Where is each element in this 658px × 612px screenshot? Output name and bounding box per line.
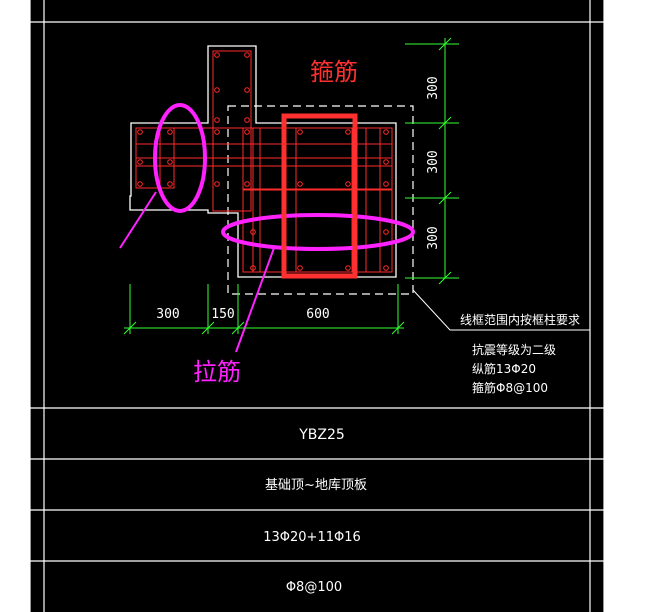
leader-arrow-bottom	[235, 247, 275, 353]
bottom-dimension-line	[123, 284, 405, 335]
rebar-dot	[214, 129, 220, 135]
dim-right-mid: 300	[426, 150, 441, 173]
right-dimension-line	[405, 37, 459, 285]
dim-right-top: 300	[426, 76, 441, 99]
rebar-dot	[137, 159, 143, 165]
frame-column-range-dashed	[227, 105, 414, 295]
magenta-annotation-marks	[119, 103, 415, 353]
rebar-dot	[214, 87, 220, 93]
rebar-dot	[383, 265, 389, 271]
dim-bottom-left: 300	[156, 307, 179, 322]
rebar-dot	[297, 265, 303, 271]
stirrup-label: 箍筋	[310, 58, 358, 86]
note-longitudinal: 纵筋13Φ20	[472, 361, 536, 376]
rebar-dot	[345, 181, 351, 187]
rebar-dots	[137, 52, 389, 271]
rebar-dot	[137, 181, 143, 187]
rebar-dot	[383, 129, 389, 135]
note-seismic: 抗震等级为二级	[472, 342, 556, 357]
rebar-dot	[214, 52, 220, 58]
rebar-dot	[297, 129, 303, 135]
rebar-dot	[244, 52, 250, 58]
rebar-dot	[214, 181, 220, 187]
rebar-dot	[244, 181, 250, 187]
table-row-stirrup: Φ8@100	[286, 580, 342, 595]
dim-bottom-mid: 150	[211, 307, 234, 322]
rebar-dot	[383, 159, 389, 165]
column-outline	[129, 45, 397, 278]
rebar-dot	[167, 181, 173, 187]
table-row-id: YBZ25	[298, 427, 345, 443]
rebar-dot	[250, 229, 256, 235]
stirrup-highlight-box	[281, 113, 358, 279]
rebar-dot	[167, 129, 173, 135]
note-frame-range: 线框范围内按框柱要求	[460, 312, 580, 327]
tie-ellipse-left	[153, 103, 207, 213]
rebar-dot	[244, 117, 250, 123]
table-frame	[29, 0, 605, 612]
rebar-dot	[167, 159, 173, 165]
tie-label: 拉筋	[193, 358, 241, 386]
rebar-dot	[345, 265, 351, 271]
rebar-dot	[383, 229, 389, 235]
rebar-dot	[137, 129, 143, 135]
rebar-dot	[297, 181, 303, 187]
rebar-dot	[345, 129, 351, 135]
leader-arrow-left	[119, 191, 157, 249]
table-row-elevation: 基础顶~地库顶板	[265, 477, 367, 493]
rebar-group	[135, 50, 393, 273]
dim-right-bottom: 300	[426, 226, 441, 249]
rebar-dot	[244, 129, 250, 135]
table-row-longitudinal: 13Φ20+11Φ16	[263, 530, 361, 545]
tie-ellipse-bottom	[221, 213, 415, 251]
rebar-dot	[214, 117, 220, 123]
note-leader-line	[412, 289, 590, 331]
rebar-dot	[383, 181, 389, 187]
rebar-dot	[250, 265, 256, 271]
cad-background	[30, 0, 604, 612]
dim-bottom-right: 600	[306, 307, 329, 322]
note-stirrup: 箍筋Φ8@100	[472, 380, 548, 395]
rebar-dot	[244, 87, 250, 93]
